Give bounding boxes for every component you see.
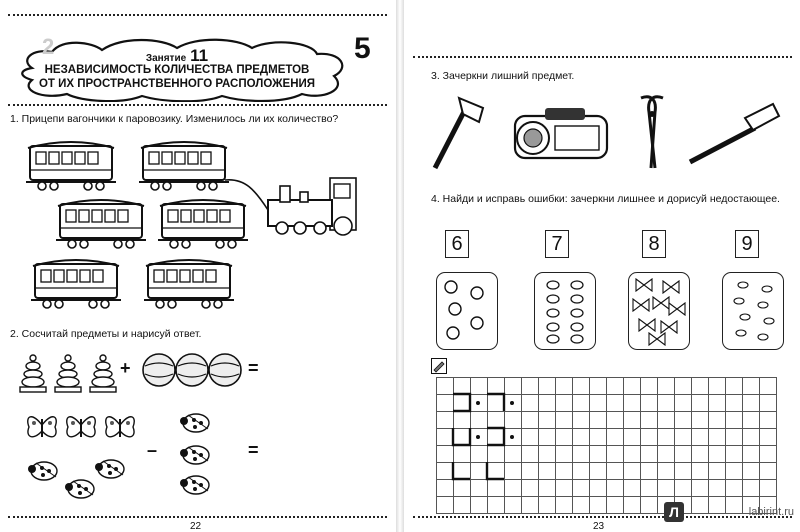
pyramid-toy-icon [54,354,82,393]
pliers-icon [640,95,664,169]
ball-icon [175,353,209,387]
number-card-7: 7 [545,230,569,258]
wagon-1 [25,141,117,191]
svg-text:2: 2 [42,34,54,59]
minus-sign: – [147,440,158,460]
pencil-icon [431,358,447,374]
ladybug-icon [94,459,125,479]
tools-row [432,95,781,170]
top-dotted-border [8,14,387,19]
title-cloud: 2 [21,34,344,102]
page-number-right: 23 [593,521,605,532]
number-box: 6 [445,230,469,258]
hammer-icon [688,102,781,165]
task-1-text: 1. Прицепи вагончики к паровозику. Измен… [10,113,339,125]
butterfly-icon [65,415,97,438]
lesson-title: НЕЗАВИСИМОСТЬ КОЛИЧЕСТВА ПРЕДМЕТОВ ОТ ИХ… [12,63,342,91]
candy-bag [722,272,784,350]
counting-row-2 [26,413,210,499]
watermark-logo: Л [664,502,684,522]
lesson-label: Занятие [145,53,187,64]
ladybug-icon [179,445,210,465]
ladybug-icon [27,461,58,481]
coupling-line [224,179,269,211]
pyramid-toy-icon [19,354,47,393]
bottom-dotted-border [8,516,387,521]
ladybug-icon [179,475,210,495]
ladybug-icon [64,479,95,499]
lesson-number: 11 [190,46,209,65]
number-box: 7 [545,230,569,258]
ladybug-icon [179,413,210,433]
right-page: 3. Зачеркни лишний предмет. 4. Найди и и… [405,0,800,532]
equals-sign-2: = [248,440,259,460]
number-box: 9 [735,230,759,258]
top-dotted-border [413,56,792,61]
butterfly-bag [628,272,690,350]
ladybug-bag [534,272,596,350]
ball-icon [208,353,242,387]
number-card-6: 6 [445,230,469,258]
plus-sign: + [120,358,131,378]
wagon-3 [55,199,147,249]
axe-icon [432,96,485,170]
grid-sample-figures [451,392,514,481]
title-dotted-border [8,104,387,109]
butterfly-icon [104,415,136,438]
corner-number: 5 [354,32,371,65]
wagons-and-train [25,141,357,309]
wagon-4 [157,199,249,249]
page-number-left: 22 [190,521,202,532]
number-box: 8 [642,230,666,258]
pyramid-toy-icon [89,354,117,393]
watermark-site: labirint.ru [748,506,794,518]
butterfly-icon [26,415,58,438]
apple-bag [436,272,498,350]
wagon-6 [143,259,235,309]
title-line-2: ОТ ИХ ПРОСТРАНСТВЕННОГО РАСПОЛОЖЕНИЯ [38,78,316,90]
task-4-text: 4. Найди и исправь ошибки: зачеркни лишн… [431,193,780,205]
equals-sign-1: = [248,358,259,378]
boombox-icon [513,108,609,160]
number-card-8: 8 [642,230,666,258]
wagon-2 [138,141,230,191]
number-card-9: 9 [735,230,759,258]
locomotive-icon [267,177,357,236]
book-spine [396,0,404,532]
wagon-5 [30,259,122,309]
bottom-dotted-border [413,516,792,521]
ball-icon [142,353,176,387]
title-line-1: НЕЗАВИСИМОСТЬ КОЛИЧЕСТВА ПРЕДМЕТОВ [44,64,310,76]
counting-row-1 [19,353,242,393]
task-2-text: 2. Сосчитай предметы и нарисуй ответ. [10,328,202,340]
task-3-text: 3. Зачеркни лишний предмет. [431,70,575,82]
